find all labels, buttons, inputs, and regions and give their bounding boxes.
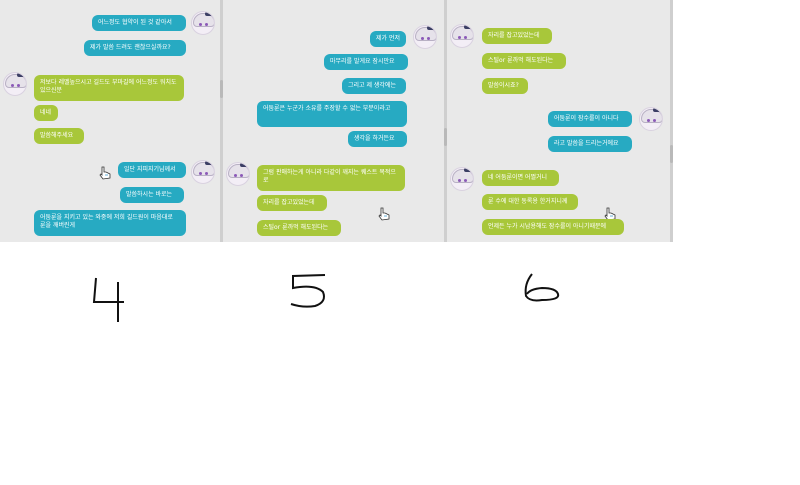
message-bubble: 라고 말씀을 드리는거에요 bbox=[548, 136, 632, 152]
avatar-icon[interactable] bbox=[413, 25, 437, 49]
avatar-icon[interactable] bbox=[226, 162, 250, 186]
message-bubble: 어둠룬은 누군가 소유를 주장할 수 없는 부분이라고 bbox=[257, 101, 407, 127]
message-bubble: 룬 수에 대한 동록용 한거지니께 bbox=[482, 194, 578, 210]
message-bubble: 네네 bbox=[34, 105, 58, 121]
message-bubble: 어느정도 협약이 된 것 같아서 bbox=[92, 15, 186, 31]
panel-divider bbox=[670, 0, 673, 242]
chat-panel-6: 자리를 잡고있었는데 스틸or 룬까먹 해도된다는 말씀이시죠? 어둠룬이 잠수… bbox=[447, 0, 673, 242]
avatar-icon[interactable] bbox=[639, 107, 663, 131]
chat-panel-5: 제가 먼저 마무리를 발게요 잠시만요 그리고 제 생각에는 어둠룬은 누군가 … bbox=[223, 0, 445, 242]
message-bubble: 제가 말씀 드려도 괜찮으실까요? bbox=[84, 40, 186, 56]
scrollbar[interactable] bbox=[670, 145, 673, 163]
message-bubble: 그리고 제 생각에는 bbox=[342, 78, 406, 94]
message-bubble: 자리를 잡고있었는데 bbox=[482, 28, 552, 44]
hand-cursor-icon bbox=[604, 207, 616, 221]
message-bubble: 스틸or 룬까먹 해도된다는 bbox=[482, 53, 566, 69]
message-bubble: 생각을 하거든요 bbox=[348, 131, 407, 147]
message-bubble: 그럼 판매하는게 아니라 다같이 깨지는 퀘스트 목적으로 bbox=[257, 165, 405, 191]
avatar-icon[interactable] bbox=[450, 24, 474, 48]
message-bubble: 마무리를 발게요 잠시만요 bbox=[324, 54, 408, 70]
message-bubble: 말씀해주세요 bbox=[34, 128, 84, 144]
message-bubble: 말씀하시는 바로는 bbox=[120, 187, 184, 203]
number-label-5 bbox=[290, 274, 326, 308]
message-bubble: 말씀이시죠? bbox=[482, 78, 528, 94]
panel-divider bbox=[220, 0, 223, 242]
message-bubble: 제가 먼저 bbox=[370, 31, 406, 47]
hand-cursor-icon bbox=[378, 207, 390, 221]
message-bubble: 어둠룬이 잠수룰이 아니다 bbox=[548, 111, 632, 127]
message-bubble: 일단 지피지기님께서 bbox=[118, 162, 186, 178]
number-label-6 bbox=[524, 273, 560, 302]
avatar-icon[interactable] bbox=[3, 72, 27, 96]
scrollbar[interactable] bbox=[444, 128, 447, 146]
message-bubble: 자리를 잡고있었는데 bbox=[257, 195, 327, 211]
message-bubble: 네 어둠룬이면 어쩔거니 bbox=[482, 170, 559, 186]
message-bubble: 어둠룬을 지키고 있는 와중에 저희 길드원이 마음대로 룬을 깨버린게 bbox=[34, 210, 186, 236]
number-label-4 bbox=[92, 277, 124, 322]
avatar-icon[interactable] bbox=[450, 167, 474, 191]
avatar-icon[interactable] bbox=[191, 160, 215, 184]
message-bubble: 저보다 레벨높으시고 길드도 부마길에 어느정도 워치도있으신분 bbox=[34, 75, 184, 101]
message-bubble: 언제든 누가 시남용해도 잠수룰이 아니기때문에 bbox=[482, 219, 624, 235]
panel-divider bbox=[444, 0, 447, 242]
scrollbar[interactable] bbox=[220, 80, 223, 98]
hand-cursor-icon bbox=[99, 166, 111, 180]
avatar-icon[interactable] bbox=[191, 11, 215, 35]
chat-panel-4: 어느정도 협약이 된 것 같아서 제가 말씀 드려도 괜찮으실까요? 저보다 레… bbox=[0, 0, 222, 242]
message-bubble: 스틸or 룬까먹 해도된다는 bbox=[257, 220, 341, 236]
